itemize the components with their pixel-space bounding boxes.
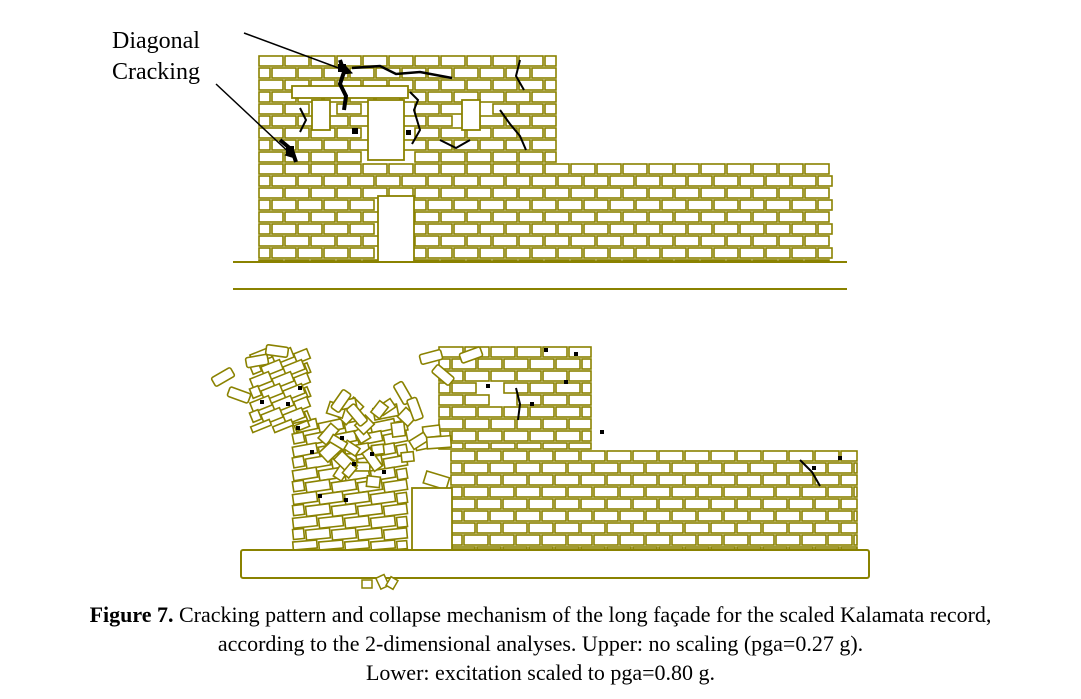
figure-caption: Figure 7. Cracking pattern and collapse …: [0, 600, 1081, 687]
caption-line-1: Figure 7. Cracking pattern and collapse …: [0, 600, 1081, 629]
caption-label: Figure 7.: [89, 602, 174, 627]
lower-ground-slab: [240, 549, 870, 579]
diagonal-cracking-arrow-lower: [215, 83, 296, 159]
annotation-line-2: Cracking: [112, 59, 200, 85]
fallen-debris-below: [361, 573, 399, 591]
caption-line-3: Lower: excitation scaled to pga=0.80 g.: [365, 660, 716, 685]
annotation-line-1: Diagonal: [112, 28, 200, 54]
figure-drawing: [210, 32, 870, 591]
caption-text-1: Cracking pattern and collapse mechanism …: [173, 602, 992, 627]
diagonal-cracking-arrow-upper: [243, 32, 353, 75]
lower-facade: [210, 343, 858, 551]
caption-line-2: according to the 2-dimensional analyses.…: [217, 631, 864, 656]
upper-facade: [258, 55, 833, 263]
diagonal-cracking-label: Diagonal Cracking: [112, 26, 200, 88]
